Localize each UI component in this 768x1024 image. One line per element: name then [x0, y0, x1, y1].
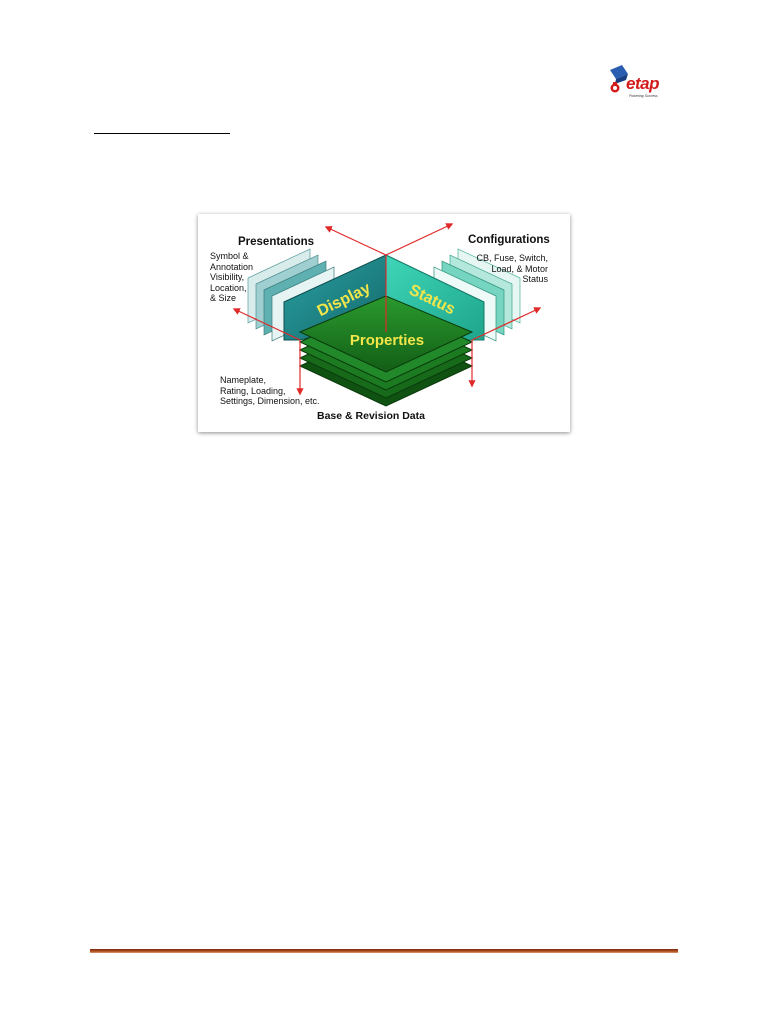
configurations-note-line: Load, & Motor — [491, 263, 548, 274]
base-revision-label: Base & Revision Data — [317, 410, 425, 422]
presentations-note-line: Annotation — [210, 261, 254, 272]
properties-note-line: Settings, Dimension, etc. — [220, 396, 320, 406]
properties-layers — [298, 295, 474, 407]
presentations-heading: Presentations — [238, 236, 315, 248]
presentations-note-line: Location, — [210, 282, 247, 293]
logo-text: etap — [626, 74, 659, 93]
presentations-note-line: Symbol & — [210, 251, 249, 261]
logo-mark-icon — [610, 65, 628, 93]
configurations-note-line: CB, Fuse, Switch, — [476, 253, 548, 263]
configurations-heading: Configurations — [468, 234, 550, 246]
properties-note-line: Nameplate, — [220, 375, 267, 385]
axis-arrows — [232, 223, 542, 396]
presentations-notes: Symbol & Annotation Visibility, Location… — [210, 251, 253, 304]
properties-label: Properties — [350, 332, 424, 349]
properties-note-line: Rating, Loading, — [220, 385, 286, 396]
configurations-notes: CB, Fuse, Switch, Load, & Motor Status — [460, 253, 548, 285]
concept-diagram: Display Status Properties — [232, 223, 542, 407]
presentations-note-line: Visibility, — [210, 272, 245, 282]
presentations-note-line: & Size — [210, 293, 237, 303]
footer-rule — [90, 949, 678, 953]
properties-notes: Nameplate, Rating, Loading, Settings, Di… — [220, 375, 320, 407]
title-underline — [94, 133, 230, 134]
configurations-note-line: Status — [522, 274, 548, 284]
etap-concept-figure: Display Status Properties Presentations … — [198, 214, 570, 432]
logo-tagline: Powering Success — [629, 94, 658, 98]
etap-logo: etap Powering Success — [600, 62, 678, 102]
